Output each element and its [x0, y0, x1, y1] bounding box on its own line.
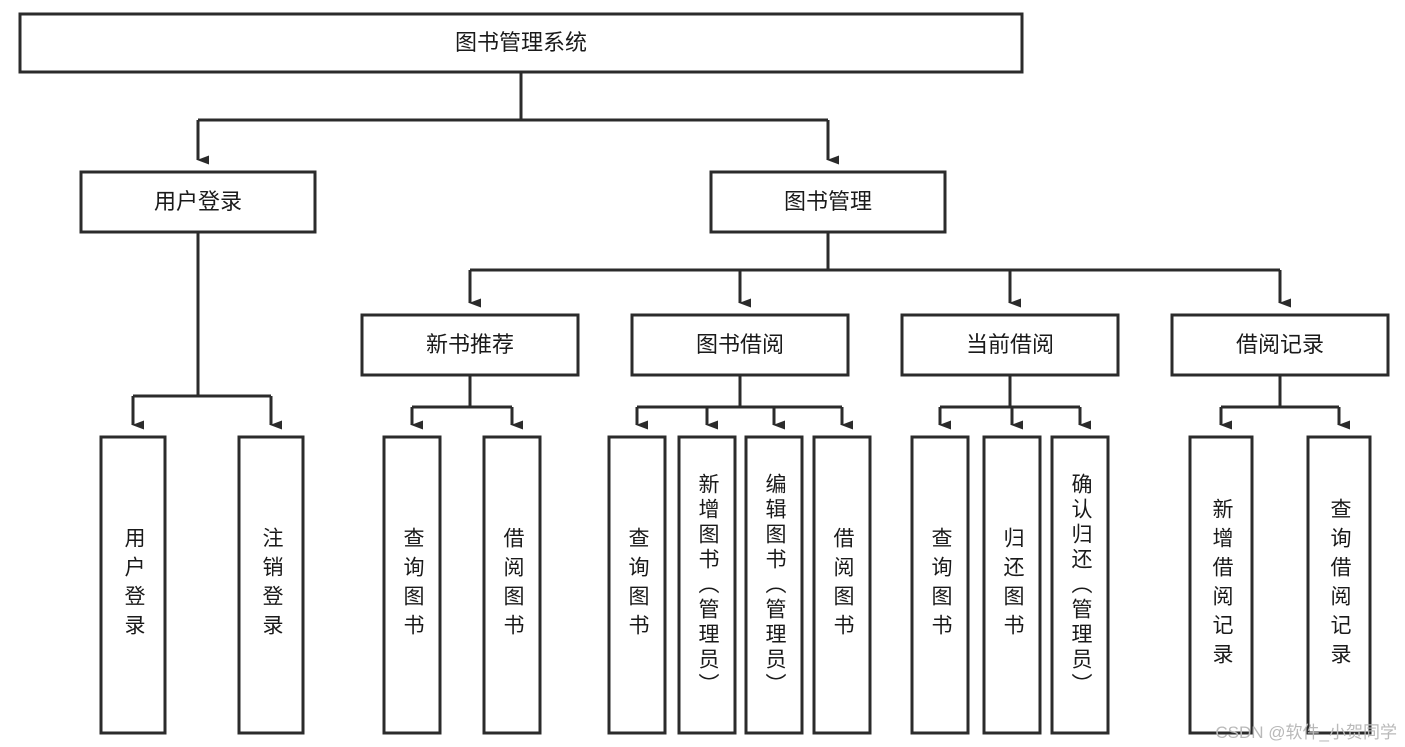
node-leaf-query-book-current[interactable]	[910, 435, 970, 735]
node-book-manage-label: 图书管理	[784, 189, 872, 214]
node-leaf-add-book-box[interactable]	[677, 435, 737, 735]
node-borrow-record[interactable]: 借阅记录	[1170, 313, 1390, 377]
node-leaf-query-record[interactable]	[1306, 435, 1372, 735]
node-leaf-logout-box[interactable]	[237, 435, 305, 735]
node-leaf-confirm-return-box[interactable]	[1050, 435, 1110, 735]
node-leaf-edit-book-box[interactable]	[744, 435, 804, 735]
watermark: CSDN @软件_小贺同学	[1215, 723, 1397, 742]
connector-layer	[131, 72, 1350, 430]
node-leaf-query-book-borrow[interactable]	[607, 435, 667, 735]
node-leaf-query-book-rec[interactable]	[382, 435, 442, 735]
node-leaf-user-login-box[interactable]	[99, 435, 167, 735]
node-leaf-add-record[interactable]	[1188, 435, 1254, 735]
node-book-borrow-box[interactable]	[630, 313, 850, 377]
node-leaf-query-book-borrow-box[interactable]	[607, 435, 667, 735]
node-leaf-query-book-rec-box[interactable]	[382, 435, 442, 735]
node-leaf-logout[interactable]	[237, 435, 305, 735]
node-borrow-record-box[interactable]	[1170, 313, 1390, 377]
node-leaf-add-record-box[interactable]	[1188, 435, 1254, 735]
node-leaf-borrow-book-rec[interactable]	[482, 435, 542, 735]
node-book-borrow[interactable]: 图书借阅	[630, 313, 850, 377]
node-root[interactable]: 图书管理系统	[18, 12, 1024, 74]
node-leaf-add-book[interactable]	[677, 435, 737, 735]
node-leaf-return-book[interactable]	[982, 435, 1042, 735]
node-leaf-borrow-book[interactable]	[812, 435, 872, 735]
node-leaf-confirm-return[interactable]	[1050, 435, 1110, 735]
node-book-borrow-label: 图书借阅	[696, 332, 784, 357]
node-user-login[interactable]: 用户登录	[79, 170, 317, 234]
node-new-book-rec-box[interactable]	[360, 313, 580, 377]
node-current-borrow-label: 当前借阅	[966, 332, 1054, 357]
node-root-label: 图书管理系统	[455, 30, 587, 55]
node-user-login-box[interactable]	[79, 170, 317, 234]
node-leaf-borrow-book-box[interactable]	[812, 435, 872, 735]
node-leaf-return-book-box[interactable]	[982, 435, 1042, 735]
node-current-borrow[interactable]: 当前借阅	[900, 313, 1120, 377]
node-book-manage[interactable]: 图书管理	[709, 170, 947, 234]
node-leaf-edit-book[interactable]	[744, 435, 804, 735]
node-new-book-rec[interactable]: 新书推荐	[360, 313, 580, 377]
node-leaf-query-book-current-box[interactable]	[910, 435, 970, 735]
node-borrow-record-label: 借阅记录	[1236, 332, 1324, 357]
node-user-login-label: 用户登录	[154, 189, 242, 214]
node-book-manage-box[interactable]	[709, 170, 947, 234]
node-current-borrow-box[interactable]	[900, 313, 1120, 377]
node-new-book-rec-label: 新书推荐	[426, 332, 514, 357]
node-leaf-user-login[interactable]	[99, 435, 167, 735]
node-leaf-borrow-book-rec-box[interactable]	[482, 435, 542, 735]
node-leaf-query-record-box[interactable]	[1306, 435, 1372, 735]
node-root-box[interactable]	[18, 12, 1024, 74]
